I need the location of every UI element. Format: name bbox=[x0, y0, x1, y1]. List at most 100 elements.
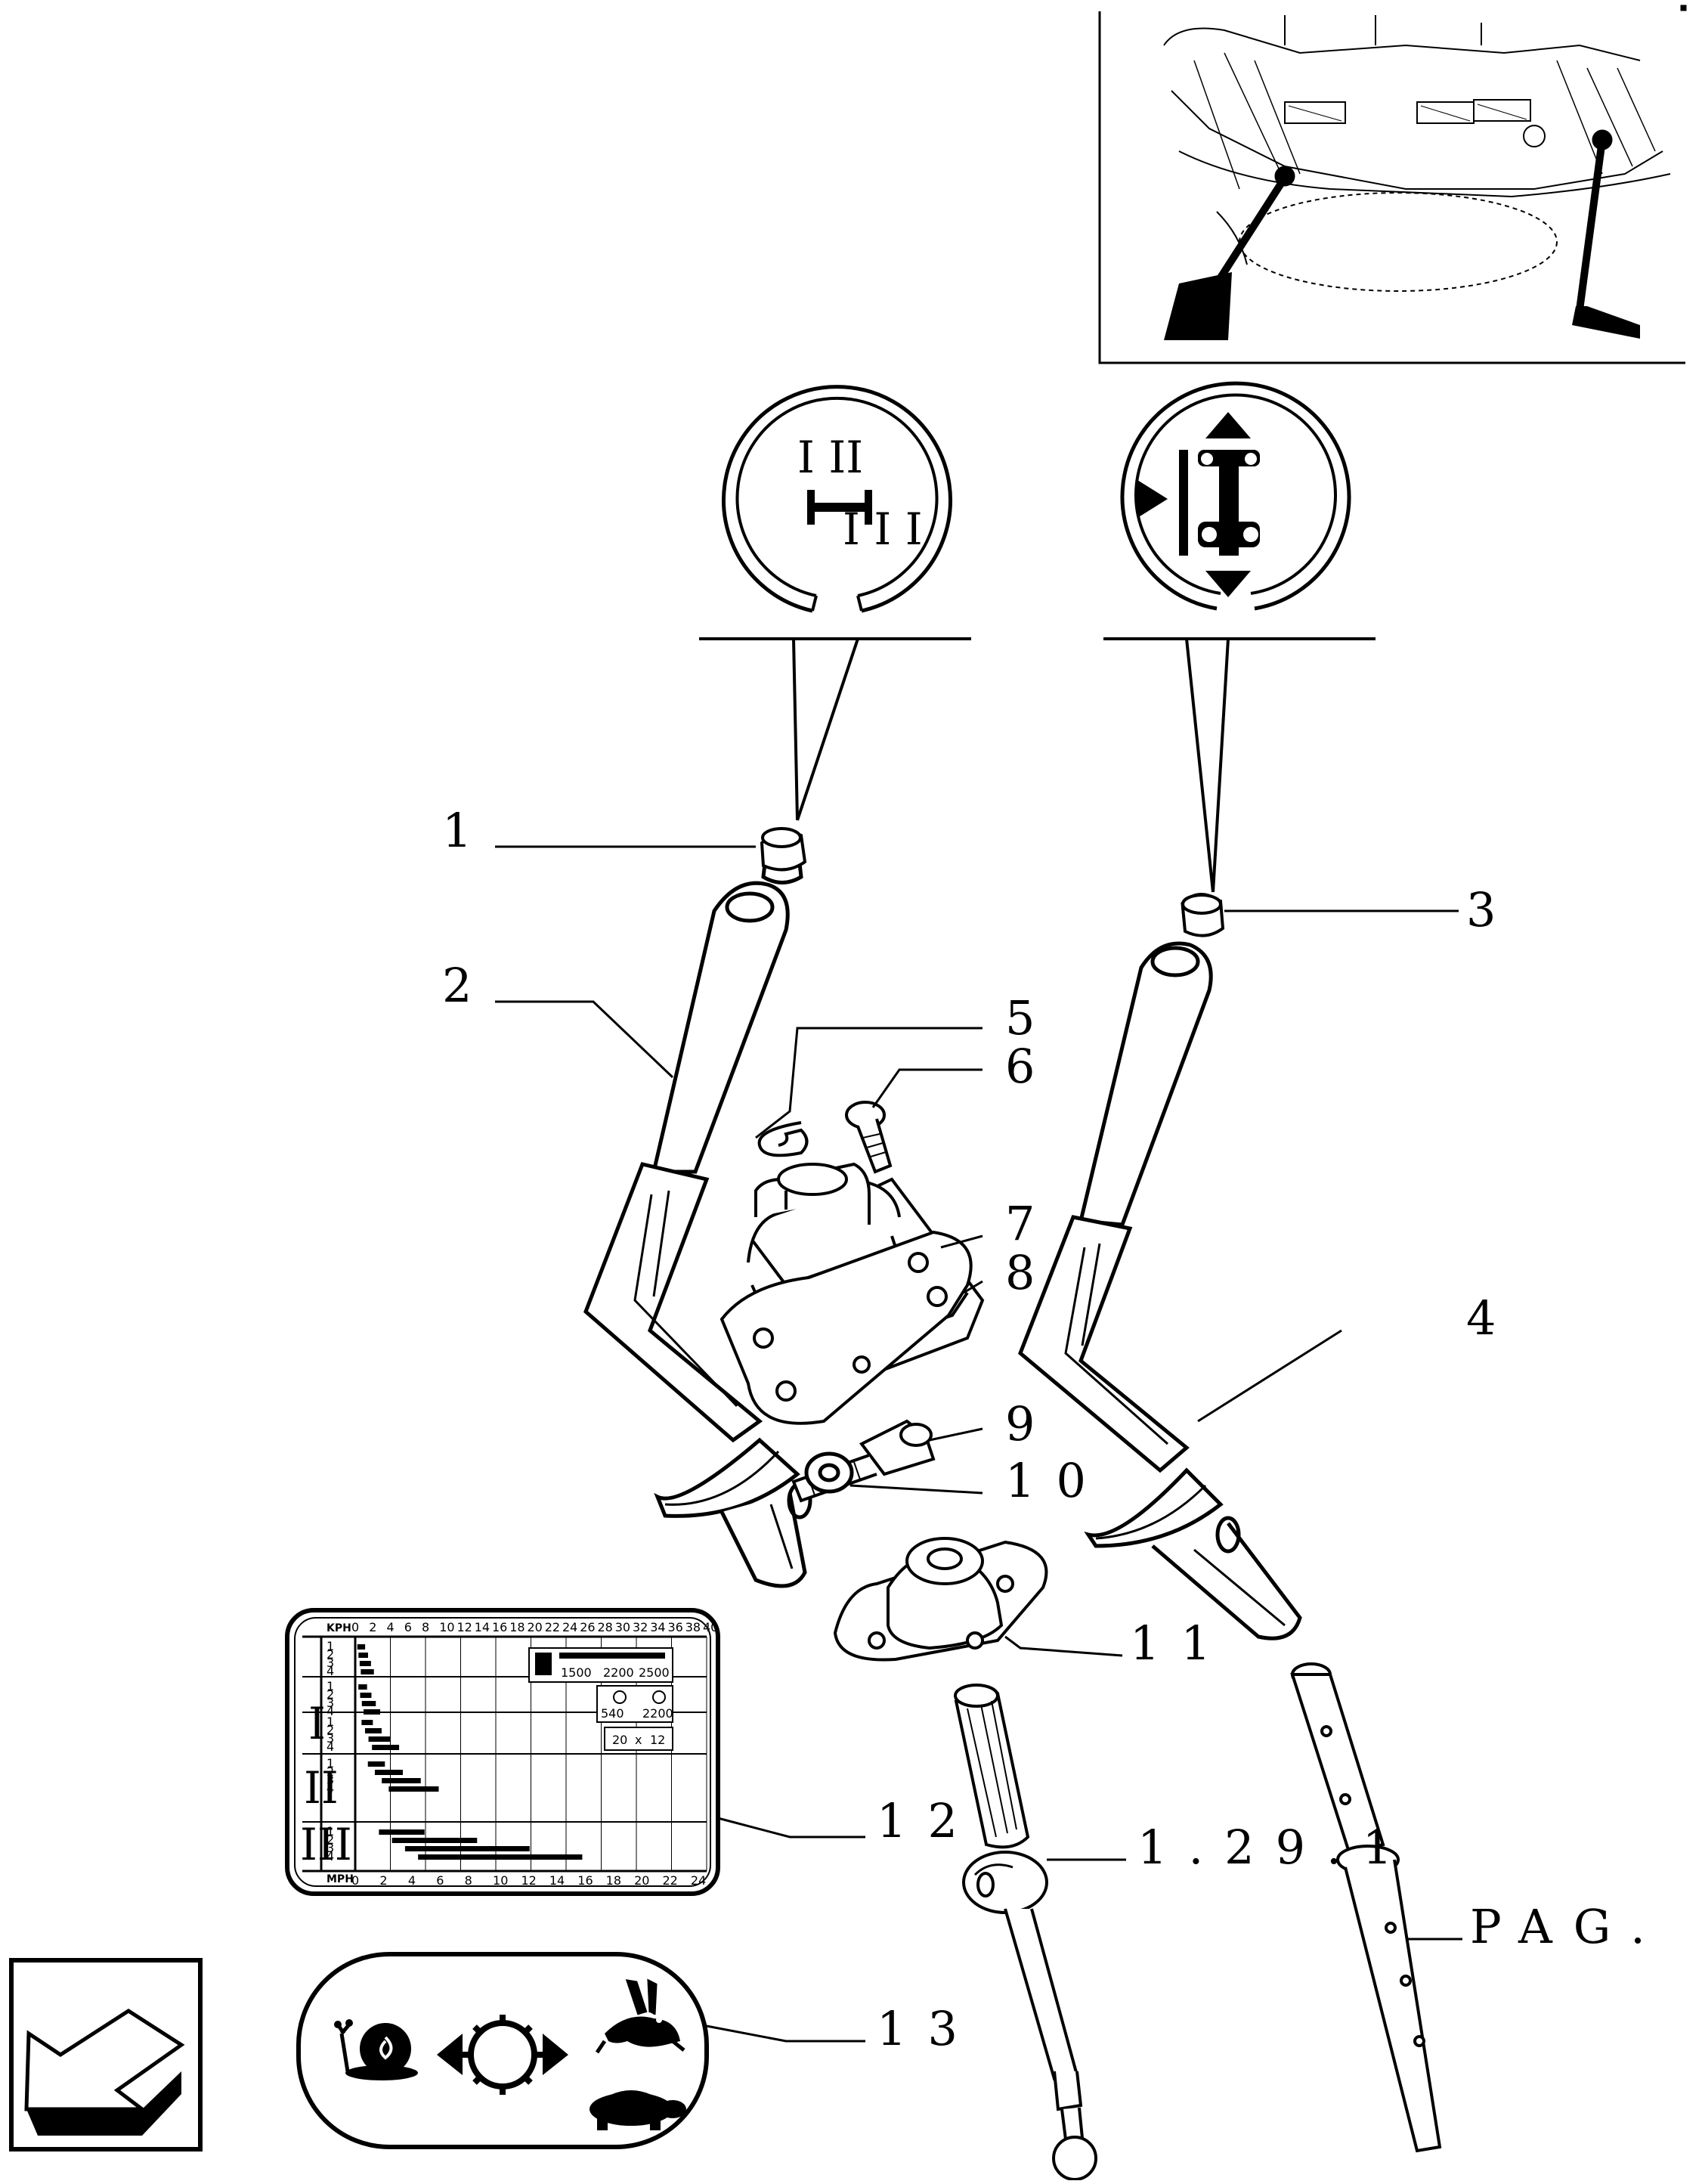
kph-tick: 38 bbox=[685, 1620, 701, 1634]
page-reference[interactable]: PAG. bbox=[1470, 1899, 1666, 1954]
mph-tick: 18 bbox=[606, 1873, 621, 1888]
plate-8 bbox=[719, 1230, 973, 1425]
bolt-6 bbox=[845, 1101, 893, 1174]
rpm-2200: 2200 bbox=[603, 1665, 634, 1680]
circlip-5 bbox=[757, 1121, 809, 1157]
callout-5: 5 bbox=[1005, 990, 1056, 1046]
kph-tick: 14 bbox=[475, 1620, 490, 1634]
gear-number: 1 bbox=[326, 1639, 334, 1653]
leader-lines bbox=[495, 845, 1462, 2043]
cab-inset bbox=[1098, 5, 1687, 364]
kph-tick: 12 bbox=[457, 1620, 472, 1634]
tyre-12: 12 bbox=[650, 1733, 665, 1747]
kph-tick: 40 bbox=[703, 1620, 718, 1634]
knob-cap-3 bbox=[1181, 894, 1225, 937]
mph-tick: 6 bbox=[436, 1873, 444, 1888]
kph-tick: 20 bbox=[528, 1620, 543, 1634]
gear-number: 4 bbox=[326, 1849, 334, 1863]
kph-tick: 34 bbox=[650, 1620, 665, 1634]
gear-number: 2 bbox=[326, 1687, 334, 1702]
range-symbol-top: I II bbox=[797, 432, 863, 483]
speed-symbol-decal bbox=[296, 1952, 709, 2149]
gear-bar bbox=[361, 1701, 376, 1706]
gear-number: 1 bbox=[326, 1824, 334, 1839]
callout-12: 12 bbox=[877, 1793, 979, 1848]
snail-icon bbox=[334, 2019, 418, 2080]
tyre-20: 20 bbox=[612, 1733, 627, 1747]
gear-bar bbox=[391, 1838, 478, 1843]
callout-11: 11 bbox=[1130, 1616, 1232, 1671]
return-arrow-icon[interactable] bbox=[9, 1958, 203, 2151]
callout-labels: 1 2 3 4 5 6 7 8 9 10 11 12 13 1.29.1 PAG… bbox=[442, 803, 1666, 2056]
gear-bar bbox=[364, 1709, 381, 1715]
mph-tick: 8 bbox=[465, 1873, 472, 1888]
gear-bar bbox=[388, 1786, 439, 1792]
gear-bar bbox=[359, 1661, 371, 1666]
hare-icon bbox=[595, 1978, 685, 2054]
gear-bar bbox=[379, 1829, 425, 1835]
kph-tick: 32 bbox=[633, 1620, 648, 1634]
mph-tick: 14 bbox=[549, 1873, 565, 1888]
pto-540: 540 bbox=[601, 1706, 624, 1721]
gear-bar bbox=[358, 1653, 368, 1658]
gear-bar bbox=[361, 1669, 374, 1674]
callout-2: 2 bbox=[442, 958, 493, 1013]
knob-cap-1 bbox=[760, 827, 807, 872]
gear-bar bbox=[372, 1745, 400, 1750]
kph-tick: 18 bbox=[509, 1620, 525, 1634]
gear-number: 2 bbox=[326, 1647, 334, 1662]
kph-tick: 10 bbox=[439, 1620, 454, 1634]
range-symbol-bottom: I I I bbox=[843, 503, 923, 555]
range-decal-symbol: I II I I I bbox=[722, 385, 952, 613]
kph-tick: 0 bbox=[351, 1620, 359, 1634]
gear-bar bbox=[368, 1736, 391, 1742]
gear-number: 2 bbox=[326, 1723, 334, 1737]
callout-3: 3 bbox=[1466, 882, 1517, 937]
gear-number: 4 bbox=[326, 1739, 334, 1754]
mph-tick: 4 bbox=[408, 1873, 416, 1888]
gear-bar bbox=[404, 1846, 530, 1851]
mph-label: MPH bbox=[326, 1873, 354, 1885]
gear-shift-icon bbox=[437, 2015, 568, 2095]
mph-tick: 10 bbox=[493, 1873, 508, 1888]
gear-bar bbox=[382, 1778, 421, 1783]
kph-tick: 22 bbox=[545, 1620, 560, 1634]
pto-2200: 2200 bbox=[642, 1706, 673, 1721]
rpm-2500: 2500 bbox=[639, 1665, 670, 1680]
mph-tick: 20 bbox=[634, 1873, 649, 1888]
kph-tick: 4 bbox=[387, 1620, 395, 1634]
rpm-1500: 1500 bbox=[561, 1665, 592, 1680]
range-III: III bbox=[300, 1819, 352, 1870]
gear-number: 3 bbox=[326, 1656, 334, 1670]
reference-1-29-1[interactable]: 1.29.1 bbox=[1137, 1820, 1413, 1875]
base-11 bbox=[833, 1537, 1048, 1662]
gear-bar bbox=[360, 1693, 372, 1698]
gear-number: 1 bbox=[326, 1679, 334, 1693]
mph-tick: 12 bbox=[521, 1873, 536, 1888]
callout-6: 6 bbox=[1005, 1039, 1056, 1094]
mph-tick: 0 bbox=[351, 1873, 359, 1888]
gear-number: 2 bbox=[326, 1832, 334, 1847]
callout-7: 7 bbox=[1005, 1196, 1056, 1251]
kph-tick: 6 bbox=[404, 1620, 412, 1634]
gear-bar bbox=[358, 1684, 367, 1690]
gear-bar bbox=[364, 1728, 382, 1733]
washer-10 bbox=[804, 1451, 854, 1494]
gear-bar bbox=[367, 1761, 385, 1767]
mph-tick: 24 bbox=[691, 1873, 706, 1888]
shift-shaft-left bbox=[954, 1684, 1097, 2181]
shift-shaft-right bbox=[1290, 1662, 1442, 2153]
gear-number: 2 bbox=[326, 1764, 334, 1779]
callout-13: 13 bbox=[877, 2001, 979, 2056]
gear-bar bbox=[357, 1644, 366, 1650]
tyre-x: x bbox=[635, 1733, 642, 1747]
kph-tick: 36 bbox=[668, 1620, 683, 1634]
kph-tick: 16 bbox=[492, 1620, 507, 1634]
callout-10: 10 bbox=[1005, 1453, 1107, 1508]
kph-label: KPH bbox=[326, 1622, 351, 1634]
